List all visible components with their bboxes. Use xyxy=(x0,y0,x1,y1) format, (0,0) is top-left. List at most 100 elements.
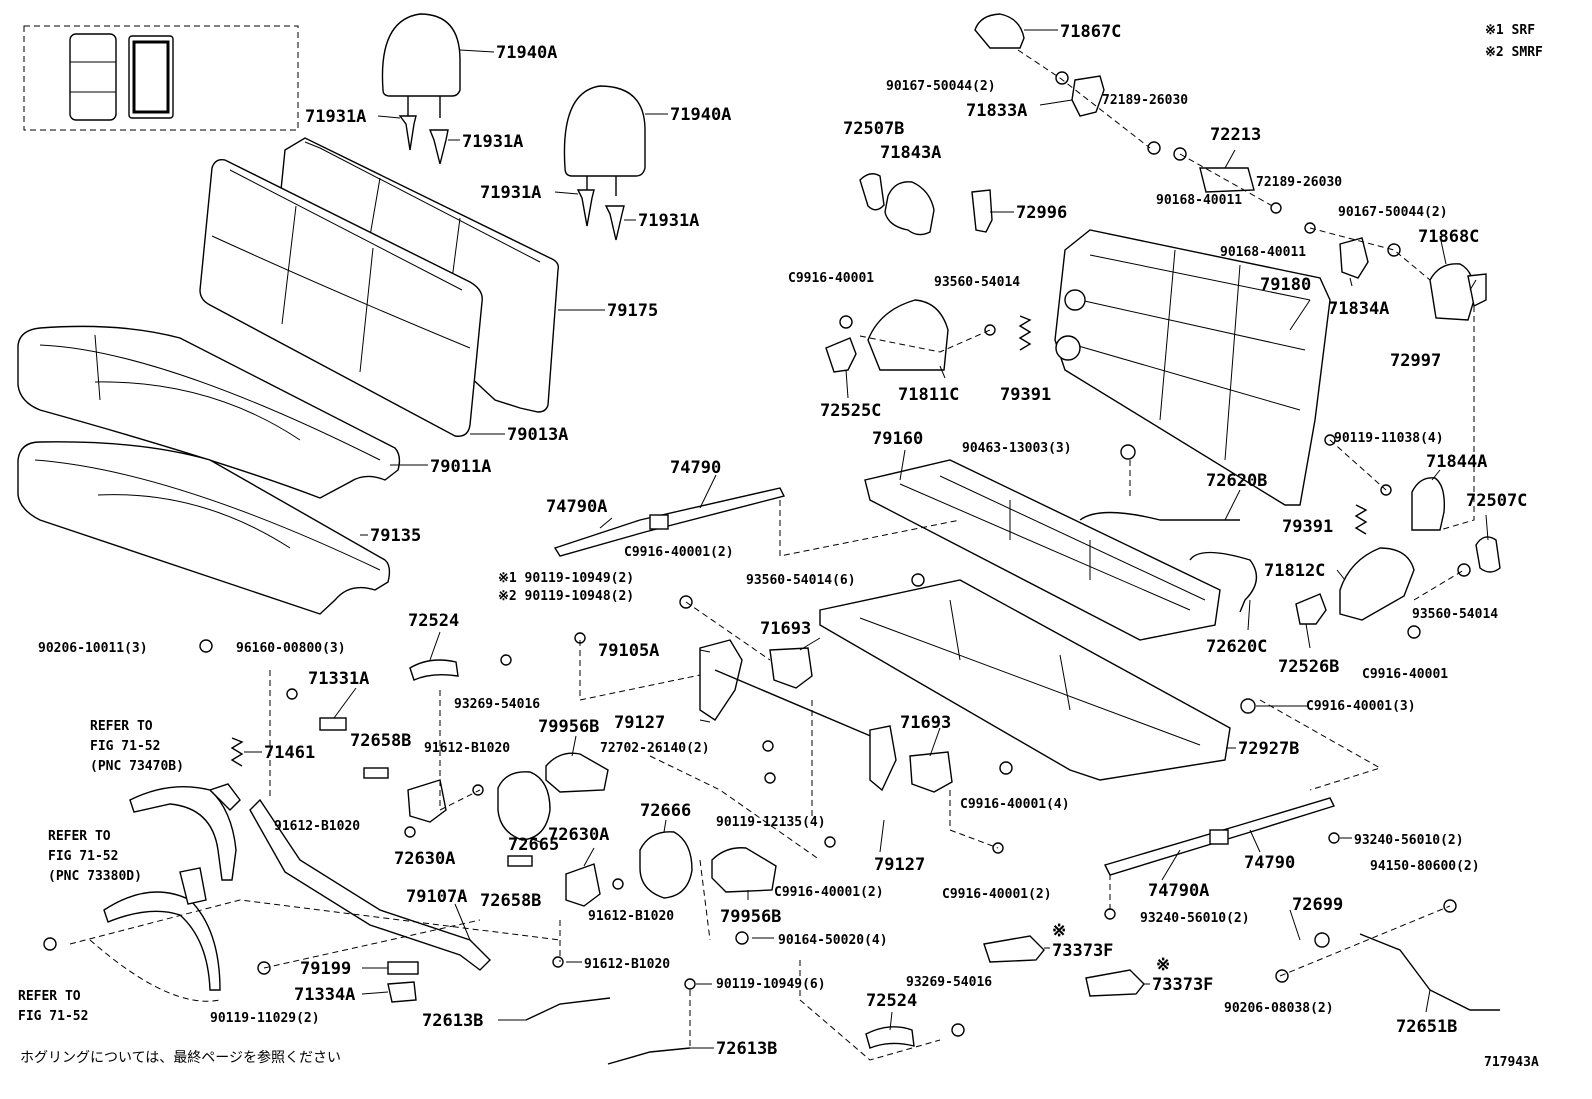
label-72507B: 72507B xyxy=(843,119,904,139)
label-74790-a: 74790 xyxy=(670,458,721,478)
label-71334A: 71334A xyxy=(294,985,355,1005)
label-90119-10949-2: ※1 90119-10949(2) xyxy=(498,571,634,586)
label-79175: 79175 xyxy=(607,301,658,321)
refer-b-line3: (PNC 73380D) xyxy=(48,869,142,884)
label-96160-00800: 96160-00800(3) xyxy=(236,641,346,656)
label-72630A-a: 72630A xyxy=(394,849,455,869)
clip-72507C xyxy=(1475,536,1501,573)
label-93560-54014-a: 93560-54014 xyxy=(934,275,1020,290)
cover-72666 xyxy=(639,831,693,899)
label-91612-B1020-d: 91612-B1020 xyxy=(584,957,670,972)
label-71833A: 71833A xyxy=(966,101,1027,121)
label-72524-b: 72524 xyxy=(866,991,917,1011)
lock-72630A-b xyxy=(565,863,601,907)
seatback-frame-79180 xyxy=(1054,229,1331,506)
label-72630A-b: 72630A xyxy=(548,825,609,845)
label-71931A-2: 71931A xyxy=(462,132,523,152)
label-72613B-b: 72613B xyxy=(716,1039,777,1059)
label-71868C: 71868C xyxy=(1418,227,1479,247)
label-C9916-40001-4: C9916-40001(4) xyxy=(960,797,1070,812)
refer-c-line2: FIG 71-52 xyxy=(18,1009,88,1024)
location-inset xyxy=(23,25,299,131)
label-72507C: 72507C xyxy=(1466,491,1527,511)
leader-lines xyxy=(244,29,1489,1049)
label-72699: 72699 xyxy=(1292,895,1343,915)
headrest-right xyxy=(563,85,646,196)
cover-79956B-b xyxy=(711,847,777,893)
label-74790A-b: 74790A xyxy=(1148,881,1209,901)
label-91612-B1020-a: 91612-B1020 xyxy=(424,741,510,756)
mark-b: ※ xyxy=(1156,955,1170,975)
refer-c-line1: REFER TO xyxy=(18,989,81,1004)
belt-buckle-left xyxy=(129,783,241,881)
bracket-71834A xyxy=(1339,237,1369,279)
label-71461: 71461 xyxy=(264,743,315,763)
wire-72613B-a xyxy=(525,997,611,1021)
refer-a-line3: (PNC 73470B) xyxy=(90,759,184,774)
lever-72525C xyxy=(825,337,857,373)
refer-b-line1: REFER TO xyxy=(48,829,111,844)
lever-79107A xyxy=(249,798,491,971)
label-71867C: 71867C xyxy=(1060,22,1121,42)
bolt-71331A xyxy=(319,717,347,731)
bracket-71833A xyxy=(1071,75,1105,117)
label-71844A: 71844A xyxy=(1426,452,1487,472)
label-C9916-40001-2b: C9916-40001(2) xyxy=(774,885,884,900)
cover-71334A xyxy=(387,981,417,1003)
label-79011A: 79011A xyxy=(430,457,491,477)
label-72189-26030-b: 72189-26030 xyxy=(1256,175,1342,190)
label-93240-56010-a: 93240-56010(2) xyxy=(1354,833,1464,848)
label-79391-a: 79391 xyxy=(1000,385,1051,405)
cap-72996 xyxy=(971,189,993,233)
label-C9916-40001-2a: C9916-40001(2) xyxy=(624,545,734,560)
label-C9916-40001-b: C9916-40001 xyxy=(1362,667,1448,682)
label-72666: 72666 xyxy=(640,801,691,821)
cover-71812C xyxy=(1339,547,1415,621)
pad-73373F-a xyxy=(983,935,1045,963)
label-93269-54016-a: 93269-54016 xyxy=(454,697,540,712)
label-94150-80600: 94150-80600(2) xyxy=(1370,859,1480,874)
cover-72665 xyxy=(497,771,551,841)
label-79391-b: 79391 xyxy=(1282,517,1333,537)
bracket-71693-b xyxy=(909,751,953,793)
label-79956B-a: 79956B xyxy=(538,717,599,737)
label-71843A: 71843A xyxy=(880,143,941,163)
label-90167-50044-b: 90167-50044(2) xyxy=(1338,205,1448,220)
label-93269-54016-b: 93269-54016 xyxy=(906,975,992,990)
label-93560-54014-6: 93560-54014(6) xyxy=(746,573,856,588)
cover-71844A xyxy=(1411,477,1445,531)
label-93560-54014-b: 93560-54014 xyxy=(1412,607,1498,622)
label-72620C: 72620C xyxy=(1206,637,1267,657)
label-73373F-b: 73373F xyxy=(1152,975,1213,995)
cover-79199 xyxy=(387,961,419,975)
label-72927B: 72927B xyxy=(1238,739,1299,759)
label-79013A: 79013A xyxy=(507,425,568,445)
cover-71868C xyxy=(1429,263,1475,321)
label-90119-11038: 90119-11038(4) xyxy=(1334,431,1444,446)
label-90119-11029: 90119-11029(2) xyxy=(210,1011,320,1026)
mark-a: ※ xyxy=(1052,921,1066,941)
label-90168-40011-b: 90168-40011 xyxy=(1220,245,1306,260)
fasteners xyxy=(43,71,1471,1037)
label-71931A-1: 71931A xyxy=(305,107,366,127)
cover-71867C xyxy=(974,13,1025,49)
seat-frame-79160 xyxy=(864,459,1221,641)
refer-a-line2: FIG 71-52 xyxy=(90,739,160,754)
label-74790A-a: 74790A xyxy=(546,497,607,517)
label-79105A: 79105A xyxy=(598,641,659,661)
belt-74790-lower xyxy=(1104,797,1335,876)
label-72213: 72213 xyxy=(1210,125,1261,145)
note-smrf: ※2 SMRF xyxy=(1485,45,1543,60)
label-91612-B1020-c: 91612-B1020 xyxy=(588,909,674,924)
label-90167-50044-a: 90167-50044(2) xyxy=(886,79,996,94)
spring-79391-b xyxy=(1354,504,1368,535)
seat-frame-72927B xyxy=(819,579,1231,781)
label-71693-b: 71693 xyxy=(900,713,951,733)
refer-b-line2: FIG 71-52 xyxy=(48,849,118,864)
seat-cushion-lower xyxy=(17,441,391,615)
seatback-front xyxy=(199,158,483,437)
cover-79956B-a xyxy=(545,752,609,793)
label-72524-a: 72524 xyxy=(408,611,459,631)
label-72997: 72997 xyxy=(1390,351,1441,371)
